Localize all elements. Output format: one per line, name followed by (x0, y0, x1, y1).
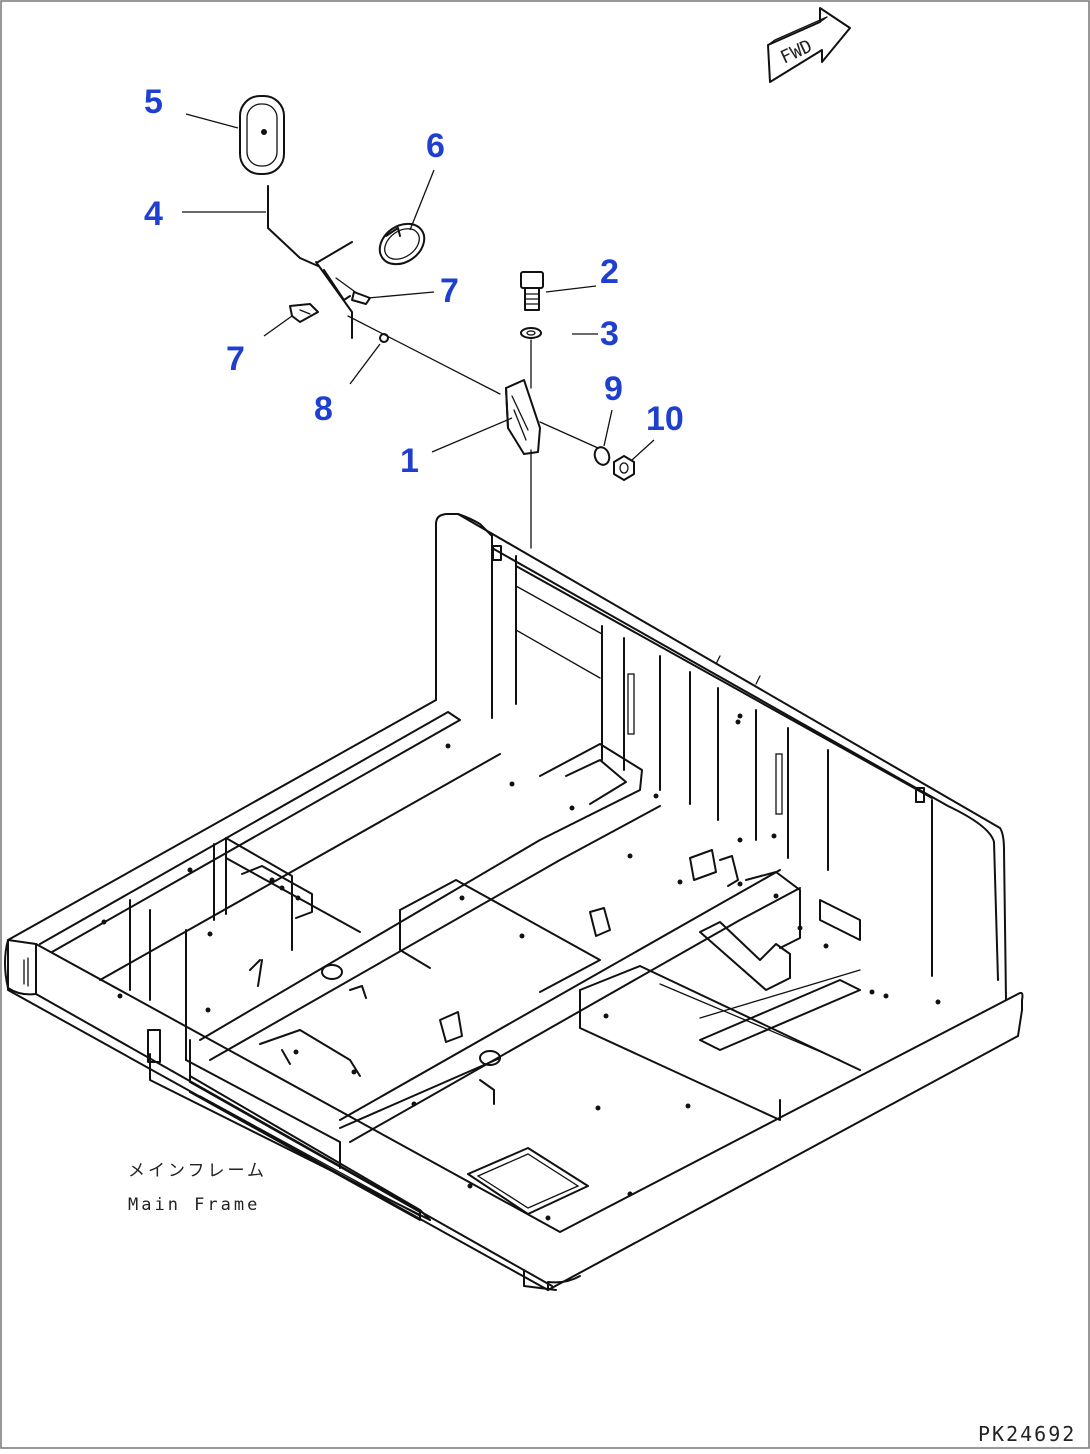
main-frame (4, 513, 1024, 1291)
part-1-bracket (505, 379, 541, 455)
part-10-nut (613, 455, 635, 481)
callout-8: 8 (314, 390, 333, 428)
part-5-plate (239, 95, 285, 175)
part-3-washer (520, 327, 542, 339)
part-9-washer (593, 446, 611, 466)
callout-5: 5 (144, 83, 163, 121)
drawing-id: PK24692 (978, 1422, 1076, 1446)
fwd-label: FWD (777, 36, 815, 69)
callout-3: 3 (600, 315, 619, 353)
part-2-bolt (520, 271, 544, 311)
callout-1: 1 (400, 442, 419, 480)
callout-7-right: 7 (440, 272, 459, 310)
frame-caption-japanese: メインフレーム (128, 1161, 267, 1181)
frame-caption-english: Main Frame (128, 1195, 260, 1215)
callout-10: 10 (646, 400, 684, 438)
part-4-lever (267, 185, 359, 339)
assembly-line-9 (539, 421, 599, 449)
assembly-line-8 (347, 315, 501, 395)
frame-bolt-holes (101, 713, 941, 1221)
part-7-clip-right (351, 291, 371, 305)
part-7-clip-left (289, 303, 319, 323)
fwd-arrow-icon: FWD (767, 7, 851, 83)
callout-4: 4 (144, 195, 163, 233)
callout-labels: 5 4 6 7 7 8 2 3 9 10 1 (144, 83, 684, 480)
callout-7-left: 7 (226, 340, 245, 378)
callout-2: 2 (600, 253, 619, 291)
leader-lines (182, 113, 655, 461)
part-6-clamp (378, 222, 426, 266)
callout-6: 6 (426, 127, 445, 165)
callout-9: 9 (604, 370, 623, 408)
